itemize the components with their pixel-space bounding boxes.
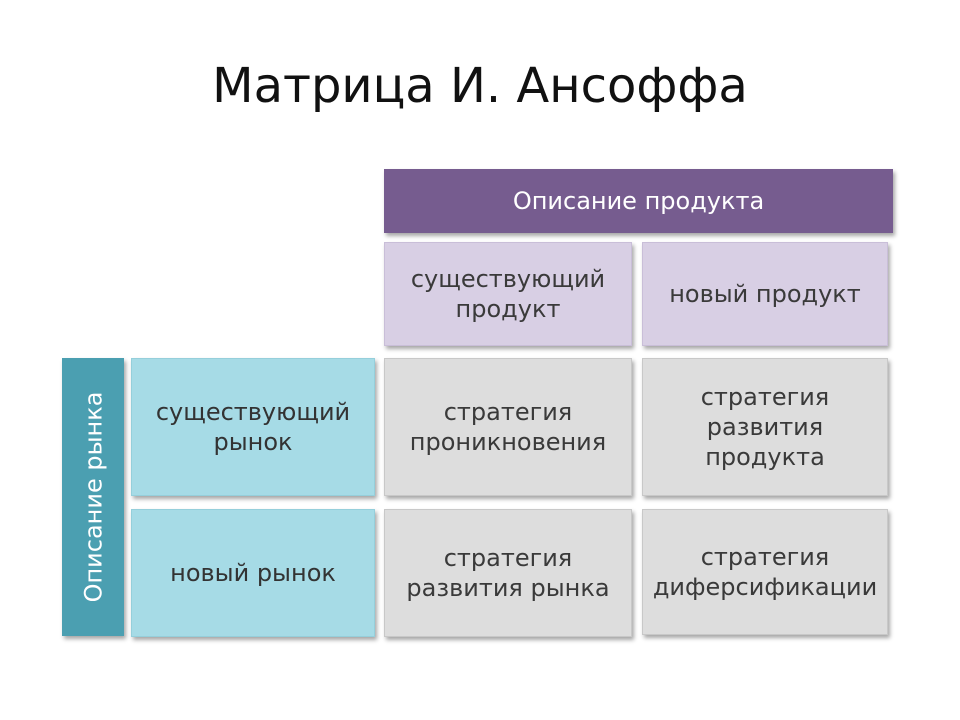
new-market-label: новый рынок xyxy=(170,559,336,587)
existing-market-label: существующий рынок xyxy=(155,398,351,456)
product-description-label: Описание продукта xyxy=(512,187,765,215)
existing-product-cell: существующий продукт xyxy=(384,242,632,346)
product-description-header: Описание продукта xyxy=(384,169,893,233)
new-product-label: новый продукт xyxy=(669,280,861,308)
new-market-cell: новый рынок xyxy=(131,509,375,637)
page-title: Матрица И. Ансоффа xyxy=(212,58,748,114)
existing-product-label: существующий продукт xyxy=(410,265,606,323)
product-development-strategy-label: стратегия развития продукта xyxy=(700,383,830,471)
new-product-cell: новый продукт xyxy=(642,242,888,346)
existing-market-cell: существующий рынок xyxy=(131,358,375,496)
product-development-strategy-cell: стратегия развития продукта xyxy=(642,358,888,496)
market-description-header: Описание рынка xyxy=(62,358,124,636)
diversification-strategy-cell: стратегия диферсификации xyxy=(642,509,888,635)
penetration-strategy-label: стратегия проникновения xyxy=(409,398,607,456)
diversification-strategy-label: стратегия диферсификации xyxy=(652,543,878,601)
market-description-label: Описание рынка xyxy=(79,391,107,603)
market-development-strategy-cell: стратегия развития рынка xyxy=(384,509,632,637)
penetration-strategy-cell: стратегия проникновения xyxy=(384,358,632,496)
market-development-strategy-label: стратегия развития рынка xyxy=(406,544,610,602)
